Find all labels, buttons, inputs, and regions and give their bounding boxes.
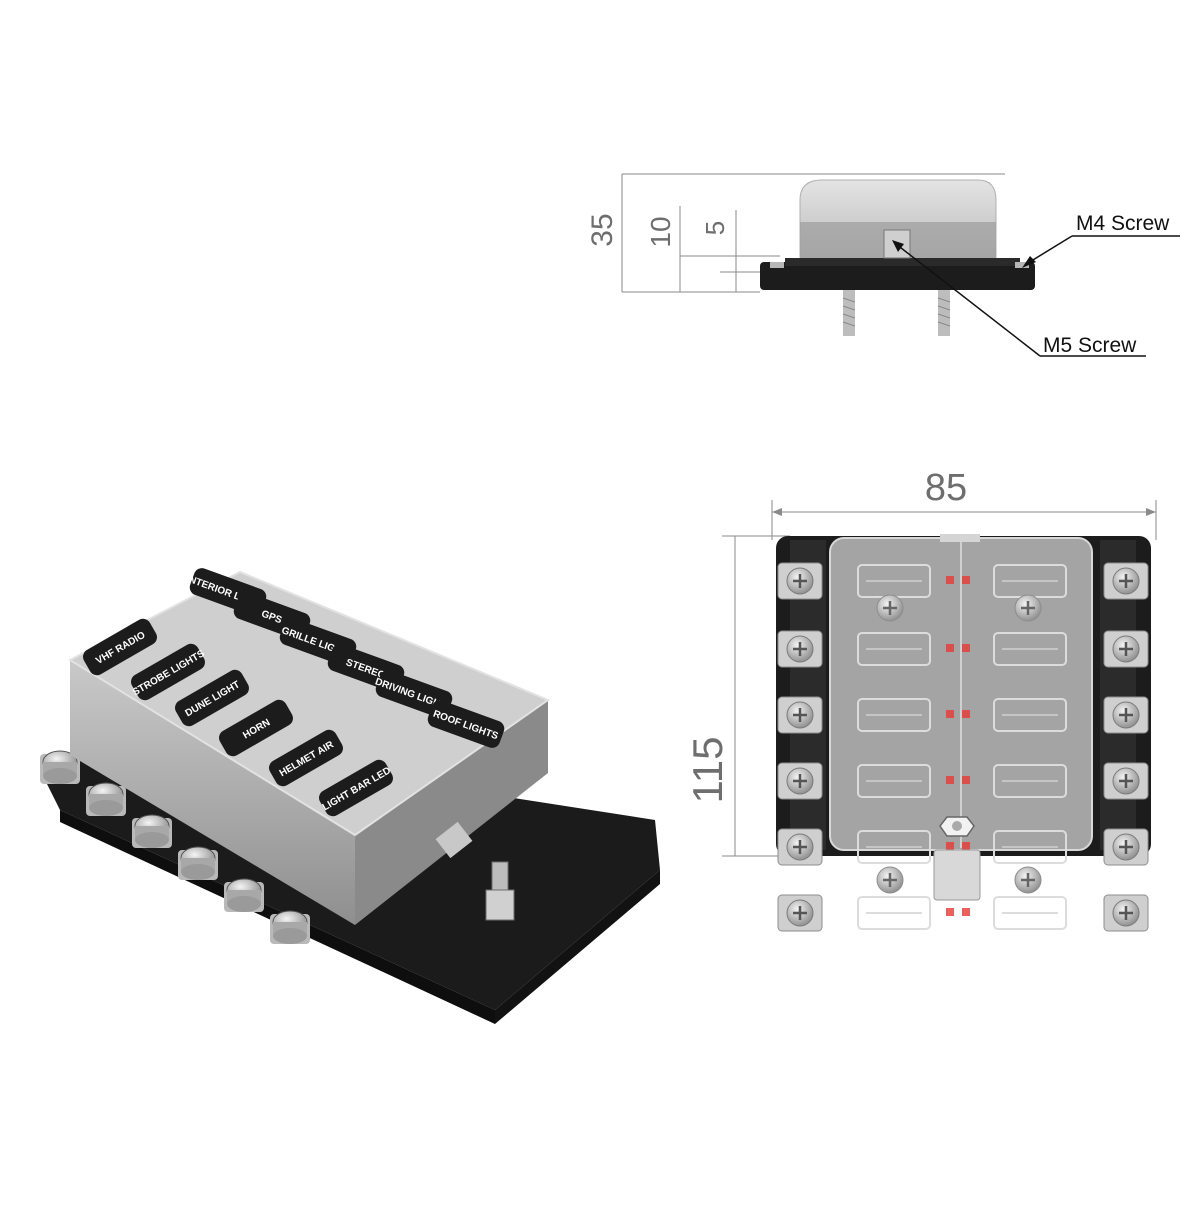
terminal-left-4 [777,762,823,800]
top-view: 85 115 [684,467,1157,932]
terminal-left-6 [777,894,823,932]
terminal-left-3 [777,696,823,734]
terminal-right-6 [1103,894,1149,932]
led-pair-6 [946,908,970,916]
fuse-slot-right-6 [993,896,1067,930]
fuse-slot-left-5 [857,830,931,864]
led-pair-4 [946,776,970,784]
cover-screw-3 [876,866,904,894]
side-dimension-lines [621,173,1005,293]
persp-screw-5 [224,878,264,912]
dim-length: 115 [684,737,731,804]
led-pair-1 [946,576,970,584]
persp-screw-3 [132,814,172,848]
fuse-slot-right-5 [993,830,1067,864]
callout-m5-screw: M5 Screw [1043,334,1137,357]
dim-width: 85 [925,467,967,509]
persp-screw-4 [178,846,218,880]
dim-height-mid: 10 [645,216,676,247]
chip-label-4: HORN [219,699,293,757]
top-fuse-slots [857,564,1067,930]
persp-screw-6 [270,910,310,944]
callout-leaders [895,235,1180,357]
top-cover-tab [940,534,980,542]
cover-screw-1 [876,594,904,622]
persp-screw-1 [40,750,80,784]
fuse-slot-left-3 [857,698,931,732]
fuse-slot-right-2 [993,632,1067,666]
side-view: 35 10 5 [586,173,1180,357]
terminal-left-2 [777,630,823,668]
side-base-plate [760,262,1035,290]
persp-cover-top [67,570,551,837]
terminal-right-5 [1103,828,1149,866]
persp-cover-side [70,660,355,925]
dim-height-total: 35 [586,213,619,246]
led-pair-3 [946,710,970,718]
led-pair-2 [946,644,970,652]
terminal-right-3 [1103,696,1149,734]
callout-m4-screw: M4 Screw [1076,212,1170,235]
persp-terminal-screws [40,750,310,944]
top-stud-terminal [933,849,981,901]
led-pair-5 [946,842,970,850]
terminal-left-5 [777,828,823,866]
side-mount-screws [842,290,951,336]
terminal-left-1 [777,562,823,600]
cover-screw-4 [1014,866,1042,894]
fuse-slot-right-4 [993,764,1067,798]
top-terminals [777,562,1149,932]
fuse-slot-left-2 [857,632,931,666]
cover-screw-2 [1014,594,1042,622]
fuse-slot-right-3 [993,698,1067,732]
dim-height-base: 5 [700,221,730,235]
terminal-right-4 [1103,762,1149,800]
terminal-right-2 [1103,630,1149,668]
fuse-slot-left-6 [857,896,931,930]
terminal-right-1 [1103,562,1149,600]
persp-screw-2 [86,782,126,816]
persp-cover-end [355,700,548,925]
side-m4-screw-left [770,262,784,268]
fuse-slot-left-4 [857,764,931,798]
side-m4-screw-right [1015,262,1029,268]
